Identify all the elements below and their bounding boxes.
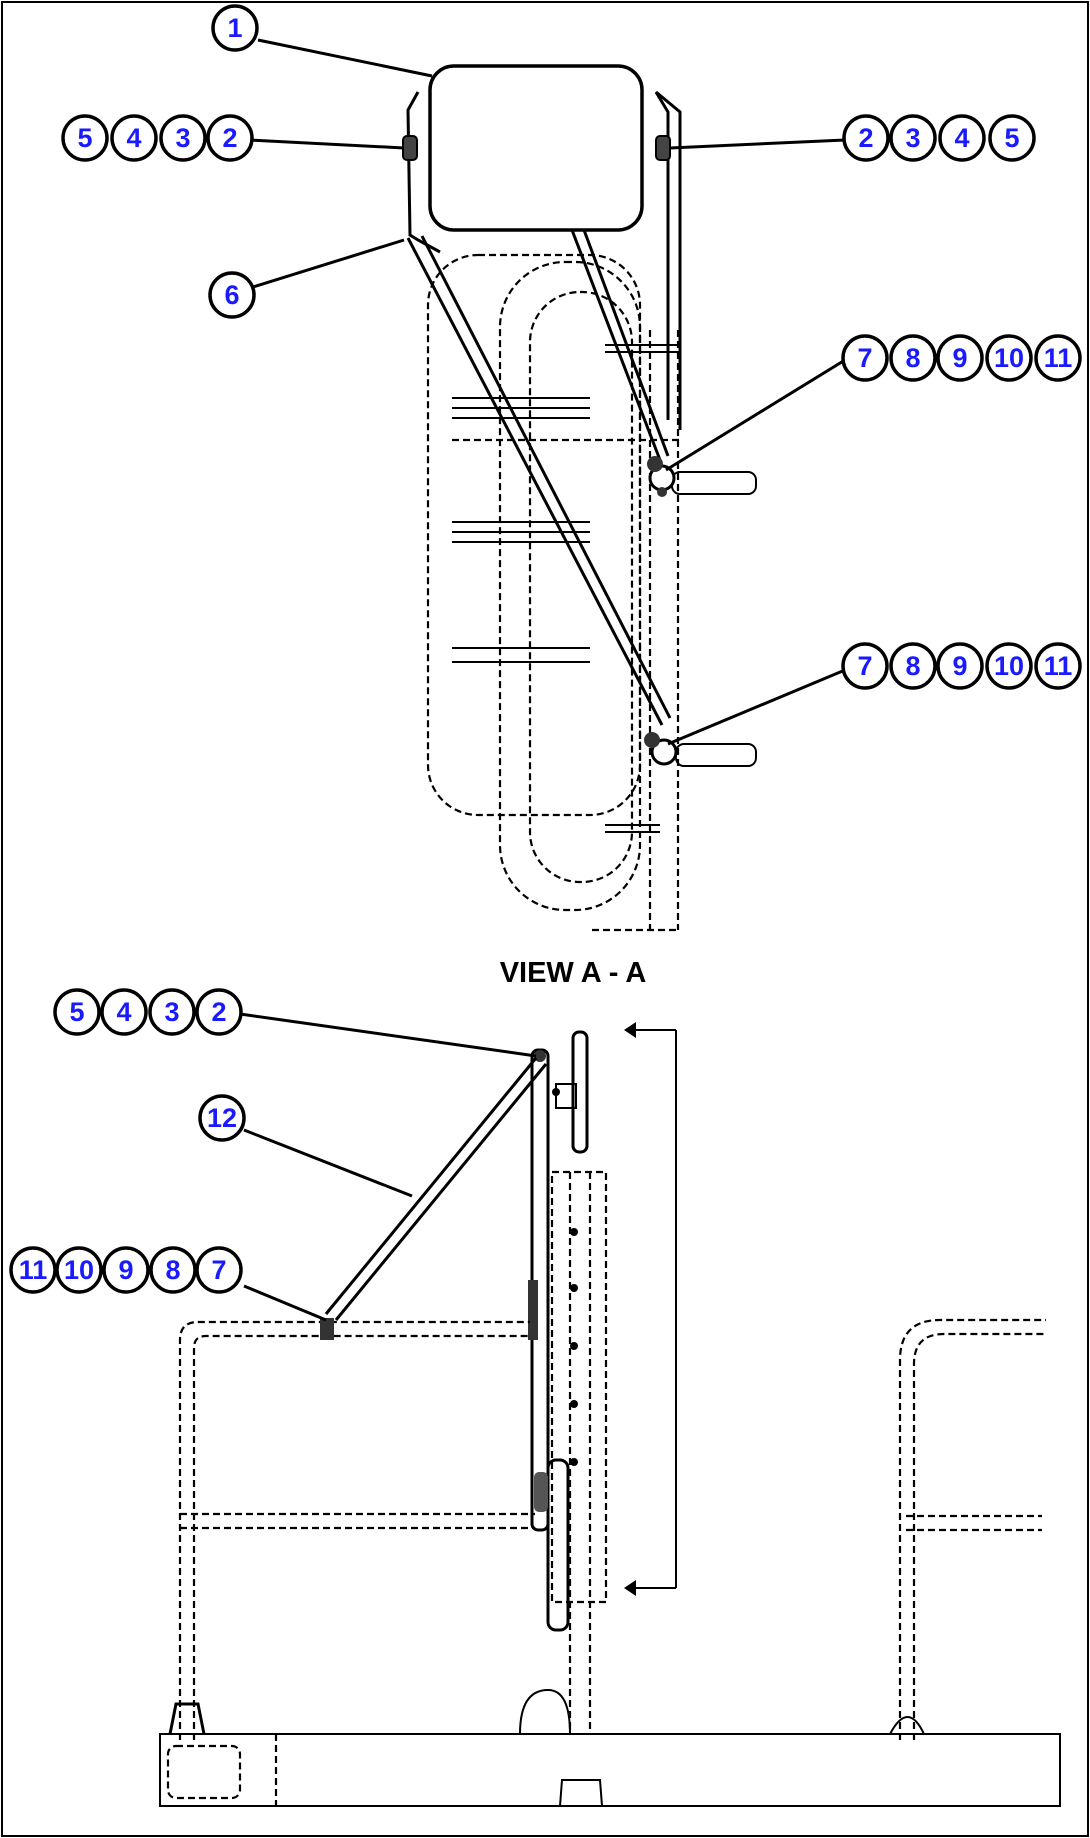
callout-number: 11 xyxy=(1044,343,1073,373)
callout-number: 9 xyxy=(952,651,967,681)
callout-number: 7 xyxy=(857,651,872,681)
callout-number: 4 xyxy=(116,997,131,1027)
callout-number: 3 xyxy=(175,123,190,153)
callout-1: 1 xyxy=(211,4,259,52)
mirror-arm-right xyxy=(654,91,670,420)
callout-number: 2 xyxy=(211,997,226,1027)
ladder-inner-outline xyxy=(528,290,634,884)
brace-rod-upper xyxy=(570,229,662,461)
callout-number: 11 xyxy=(1044,651,1073,681)
mirror-head xyxy=(428,64,644,232)
callout-number: 2 xyxy=(858,123,873,153)
callout-number: 5 xyxy=(77,123,92,153)
callout-number: 1 xyxy=(227,13,242,43)
leader-lines xyxy=(239,38,846,1322)
callout-number: 6 xyxy=(224,280,239,310)
callout-6: 6 xyxy=(208,271,256,319)
ladder-outline xyxy=(498,260,642,912)
callout-number: 7 xyxy=(857,343,872,373)
deck xyxy=(159,1733,1061,1807)
callout-number: 3 xyxy=(164,997,179,1027)
callout-number: 2 xyxy=(222,123,237,153)
callout-number: 12 xyxy=(207,1103,237,1133)
callout-number: 5 xyxy=(1004,123,1019,153)
callout-group-7-11-upper: 7 8 9 10 11 xyxy=(841,334,1082,382)
lower-mount xyxy=(644,732,757,767)
clamp-right xyxy=(655,135,671,161)
callout-number: 9 xyxy=(952,343,967,373)
upper-mount xyxy=(647,456,757,497)
view-label: VIEW A - A xyxy=(500,957,647,989)
callout-number: 7 xyxy=(211,1255,226,1285)
callout-number: 4 xyxy=(126,123,141,153)
callout-number: 5 xyxy=(69,997,84,1027)
callout-group-7-11-lower: 7 8 9 10 11 xyxy=(841,642,1082,690)
side-ladder xyxy=(550,1170,608,1604)
callout-12: 12 xyxy=(198,1094,246,1142)
top-view: VIEW A - A xyxy=(402,64,757,989)
callout-group-5432-side: 5 4 3 2 xyxy=(53,988,243,1036)
side-brace xyxy=(324,1057,538,1315)
brace-rod-outer xyxy=(406,237,664,726)
callout-number: 11 xyxy=(19,1255,48,1285)
side-view xyxy=(159,1022,1061,1807)
callout-group-5432-top: 5 4 3 2 xyxy=(61,114,254,162)
callout-number: 9 xyxy=(118,1255,133,1285)
handrail-right xyxy=(898,1318,1046,1740)
callout-number: 8 xyxy=(905,651,920,681)
handrail-left xyxy=(178,1320,530,1740)
side-mirror-plate xyxy=(571,1030,589,1154)
ladder-steps xyxy=(452,344,680,833)
callout-number: 10 xyxy=(994,651,1024,681)
callout-number: 8 xyxy=(905,343,920,373)
dimension-arrow xyxy=(624,1022,677,1596)
callout-group-2345-top: 2 3 4 5 xyxy=(842,114,1036,162)
callout-number: 10 xyxy=(994,343,1024,373)
callout-group-11-7-side: 11 10 9 8 7 xyxy=(9,1246,243,1294)
callout-number: 8 xyxy=(165,1255,180,1285)
callout-number: 10 xyxy=(64,1255,94,1285)
callout-number: 4 xyxy=(954,123,969,153)
callout-number: 3 xyxy=(905,123,920,153)
clamp-left xyxy=(402,135,418,161)
